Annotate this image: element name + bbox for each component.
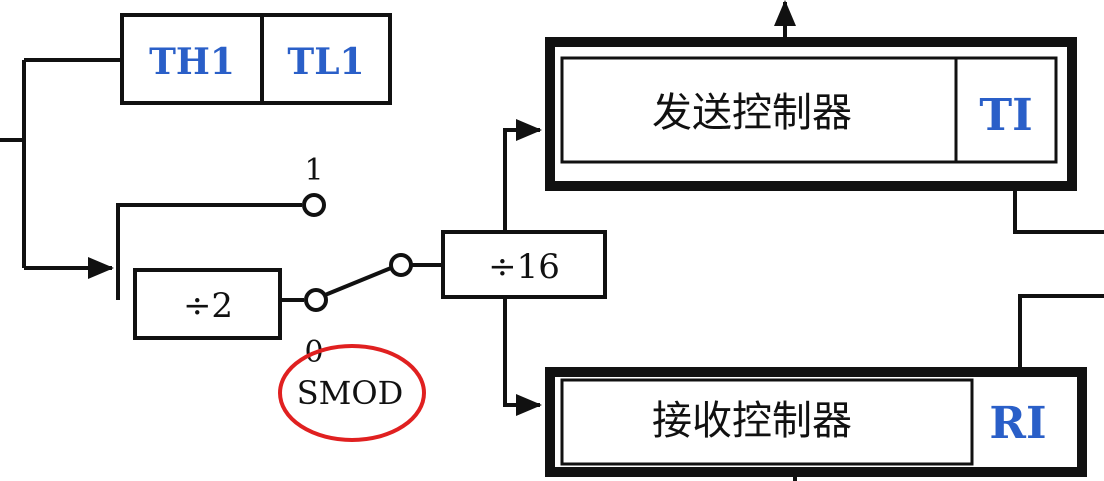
smod-switch	[302, 193, 443, 312]
div2-label: ÷2	[183, 286, 233, 326]
transmit-controller: 发送控制器 TI	[545, 37, 1077, 191]
divide-by-2-block: ÷2	[133, 268, 282, 340]
input-wires	[0, 58, 302, 300]
th1-label: TH1	[149, 41, 235, 83]
receive-controller: 接收控制器 RI	[545, 367, 1087, 477]
receive-label: 接收控制器	[652, 398, 852, 444]
tl1-label: TL1	[287, 41, 364, 83]
highlight-ellipse	[278, 344, 426, 442]
divide-by-16-block: ÷16	[441, 230, 607, 299]
transmit-label: 发送控制器	[652, 90, 852, 136]
ri-flag: RI	[989, 398, 1046, 449]
timer1-register: TH1 TL1	[120, 13, 392, 105]
ti-flag: TI	[979, 90, 1032, 141]
smod-label: SMOD	[297, 374, 404, 412]
div16-label: ÷16	[488, 247, 560, 287]
switch-pos1-label: 1	[304, 153, 323, 188]
